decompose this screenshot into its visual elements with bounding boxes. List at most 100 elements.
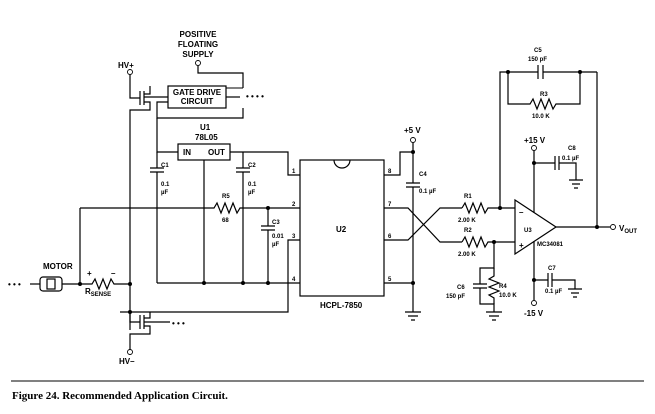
supply-terminal <box>195 60 201 66</box>
ground-c7 <box>568 288 582 298</box>
u1-pin-in: IN <box>183 148 191 157</box>
r1-resistor <box>461 201 515 215</box>
plus15-terminal <box>531 145 537 151</box>
u2-pin4: 4 <box>292 277 296 283</box>
c7-value: 0.1 µF <box>545 289 562 295</box>
c7-name: C7 <box>548 266 556 272</box>
pin6-cross-wire <box>384 207 462 241</box>
c8-name: C8 <box>568 146 576 152</box>
u1-name: U1 <box>200 123 211 132</box>
r5-resistor <box>80 201 300 215</box>
c3-v1: 0.01 <box>272 234 284 240</box>
u3-opamp <box>514 198 558 256</box>
minus15-label: -15 V <box>524 309 544 318</box>
c5-value: 150 pF <box>528 57 547 63</box>
c7-capacitor <box>534 273 576 289</box>
c5-name: C5 <box>534 48 542 54</box>
ground-c8 <box>569 179 583 189</box>
output-wire <box>556 72 598 228</box>
c1-capacitor <box>150 152 164 283</box>
hv-plus-label: HV+ <box>118 61 134 70</box>
supply-wire <box>197 66 244 88</box>
u2-pin7: 7 <box>388 202 392 208</box>
r2-resistor <box>461 235 515 249</box>
u3-plus: + <box>519 241 524 250</box>
u2-pin1: 1 <box>292 169 296 175</box>
r3-name: R3 <box>540 92 548 98</box>
pin7-cross-wire <box>384 207 462 243</box>
r3-resistor <box>507 72 581 111</box>
plus5-wire <box>384 143 414 176</box>
c2-v1: 0.1 <box>248 182 257 188</box>
u3-part: MC34081 <box>537 242 564 248</box>
u2-part: HCPL-7850 <box>320 301 363 310</box>
u2-pin8: 8 <box>388 169 392 175</box>
hv-minus-label: HV– <box>119 357 135 366</box>
r4-resistor <box>487 268 501 304</box>
u1-part: 78L05 <box>195 133 218 142</box>
c2-v2: µF <box>248 190 255 196</box>
u2-pin5: 5 <box>388 277 392 283</box>
c8-value: 0.1 µF <box>562 156 579 162</box>
ellipsis-left: • • • <box>8 280 21 289</box>
r2-value: 2.00 K <box>458 252 476 258</box>
r1-value: 2.00 K <box>458 218 476 224</box>
c3-capacitor <box>261 208 275 283</box>
minus15-terminal <box>531 300 537 306</box>
rsense-resistor <box>80 277 130 291</box>
c6-name: C6 <box>457 285 465 291</box>
r5-value: 68 <box>222 218 229 224</box>
plus5-label: +5 V <box>404 126 421 135</box>
ellipsis-bottom: • • • <box>172 319 185 328</box>
u2-pin3: 3 <box>292 234 296 240</box>
c4-value: 0.1 µF <box>419 189 436 195</box>
c6-value: 150 pF <box>446 294 465 300</box>
ground-r4 <box>486 311 502 321</box>
hv-minus-terminal <box>127 349 133 355</box>
c4-capacitor <box>406 152 420 312</box>
u3-minus: – <box>519 208 524 217</box>
top-mosfet <box>129 75 151 330</box>
r5-name: R5 <box>222 194 230 200</box>
motor-label: MOTOR <box>43 262 73 271</box>
c5-capacitor <box>499 65 597 208</box>
u2-pin6: 6 <box>388 234 392 240</box>
plus5-terminal <box>410 137 416 143</box>
u2-name: U2 <box>336 225 347 234</box>
gate-drive-label-2: CIRCUIT <box>181 97 214 106</box>
plus15-label: +15 V <box>524 136 546 145</box>
c1-name: C1 <box>161 163 169 169</box>
r4-value: 10.0 K <box>499 293 517 299</box>
pin3-wire <box>120 239 300 313</box>
c8-capacitor <box>534 156 577 180</box>
positive-supply-label-3: SUPPLY <box>182 50 214 59</box>
u3-name: U3 <box>524 228 532 234</box>
u2-notch <box>333 159 351 169</box>
u1-in-wire <box>156 118 178 153</box>
c2-name: C2 <box>248 163 256 169</box>
u2-pin2: 2 <box>292 202 296 208</box>
c3-name: C3 <box>272 220 280 226</box>
c1-v1: 0.1 <box>161 182 170 188</box>
vout-terminal <box>610 224 616 230</box>
c2-capacitor <box>236 152 250 283</box>
u2-box <box>299 159 385 297</box>
ellipsis-top: • • • • <box>246 92 264 101</box>
rsense-minus: – <box>111 269 116 278</box>
vout-label: VOUT <box>619 224 637 235</box>
gate-drive-label-1: GATE DRIVE <box>173 88 222 97</box>
rsense-plus: + <box>87 269 92 278</box>
figure-caption: Figure 24. Recommended Application Circu… <box>12 390 228 402</box>
c6-capacitor <box>473 242 495 312</box>
rsense-label: RSENSE <box>85 287 111 298</box>
r4-name: R4 <box>499 284 507 290</box>
positive-supply-label-1: POSITIVE <box>180 30 218 39</box>
r2-name: R2 <box>464 228 472 234</box>
r1-name: R1 <box>464 194 472 200</box>
u1-pin-out: OUT <box>208 148 225 157</box>
u1-out-wire <box>230 151 300 176</box>
positive-supply-label-2: FLOATING <box>178 40 218 49</box>
bottom-mosfet <box>129 312 151 350</box>
ground-u2 <box>405 311 421 321</box>
